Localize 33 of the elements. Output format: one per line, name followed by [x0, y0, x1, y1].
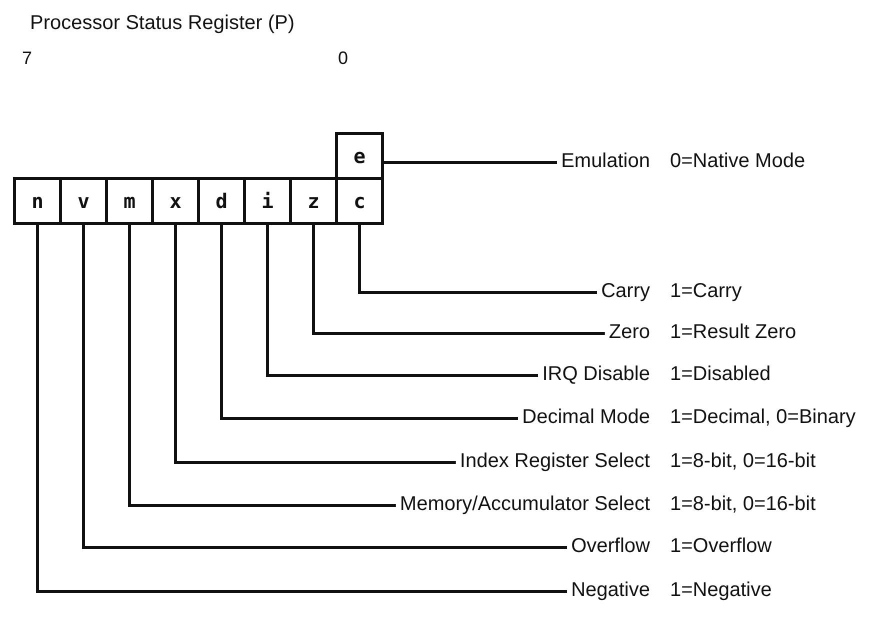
flag-value-description: 1=Disabled [670, 363, 771, 386]
register-bit-cell: x [151, 177, 200, 225]
leader-line [82, 225, 568, 549]
flag-name: IRQ Disable [538, 363, 650, 386]
register-bit-cell: e [335, 132, 384, 180]
register-bit-cell: i [243, 177, 292, 225]
bit-number: 7 [22, 48, 32, 69]
diagram-title: Processor Status Register (P) [30, 12, 295, 35]
register-bit-cell: c [335, 177, 384, 225]
register-bit-cell: v [59, 177, 108, 225]
register-bit-cell: d [197, 177, 246, 225]
register-bit-cell: z [289, 177, 338, 225]
register-bit-cell: n [13, 177, 62, 225]
flag-value-description: 1=Carry [670, 280, 742, 303]
flag-value-description: 0=Native Mode [670, 150, 806, 173]
register-bit-cell: m [105, 177, 154, 225]
flag-value-description: 1=8-bit, 0=16-bit [670, 450, 816, 473]
flag-name: Negative [567, 579, 650, 602]
leader-line [220, 225, 518, 420]
bit-number: 0 [338, 48, 348, 69]
leader-line [384, 161, 558, 164]
flag-value-description: 1=Decimal, 0=Binary [670, 406, 856, 429]
flag-value-description: 1=Overflow [670, 535, 772, 558]
flag-name: Carry [597, 280, 650, 303]
leader-line [128, 225, 396, 507]
leader-line [174, 225, 456, 464]
flag-value-description: 1=8-bit, 0=16-bit [670, 493, 816, 516]
flag-value-description: 1=Negative [670, 579, 772, 602]
leader-line [358, 225, 598, 294]
leader-line [266, 225, 538, 377]
leader-line [312, 225, 605, 335]
leader-line [36, 225, 568, 593]
flag-value-description: 1=Result Zero [670, 321, 796, 344]
